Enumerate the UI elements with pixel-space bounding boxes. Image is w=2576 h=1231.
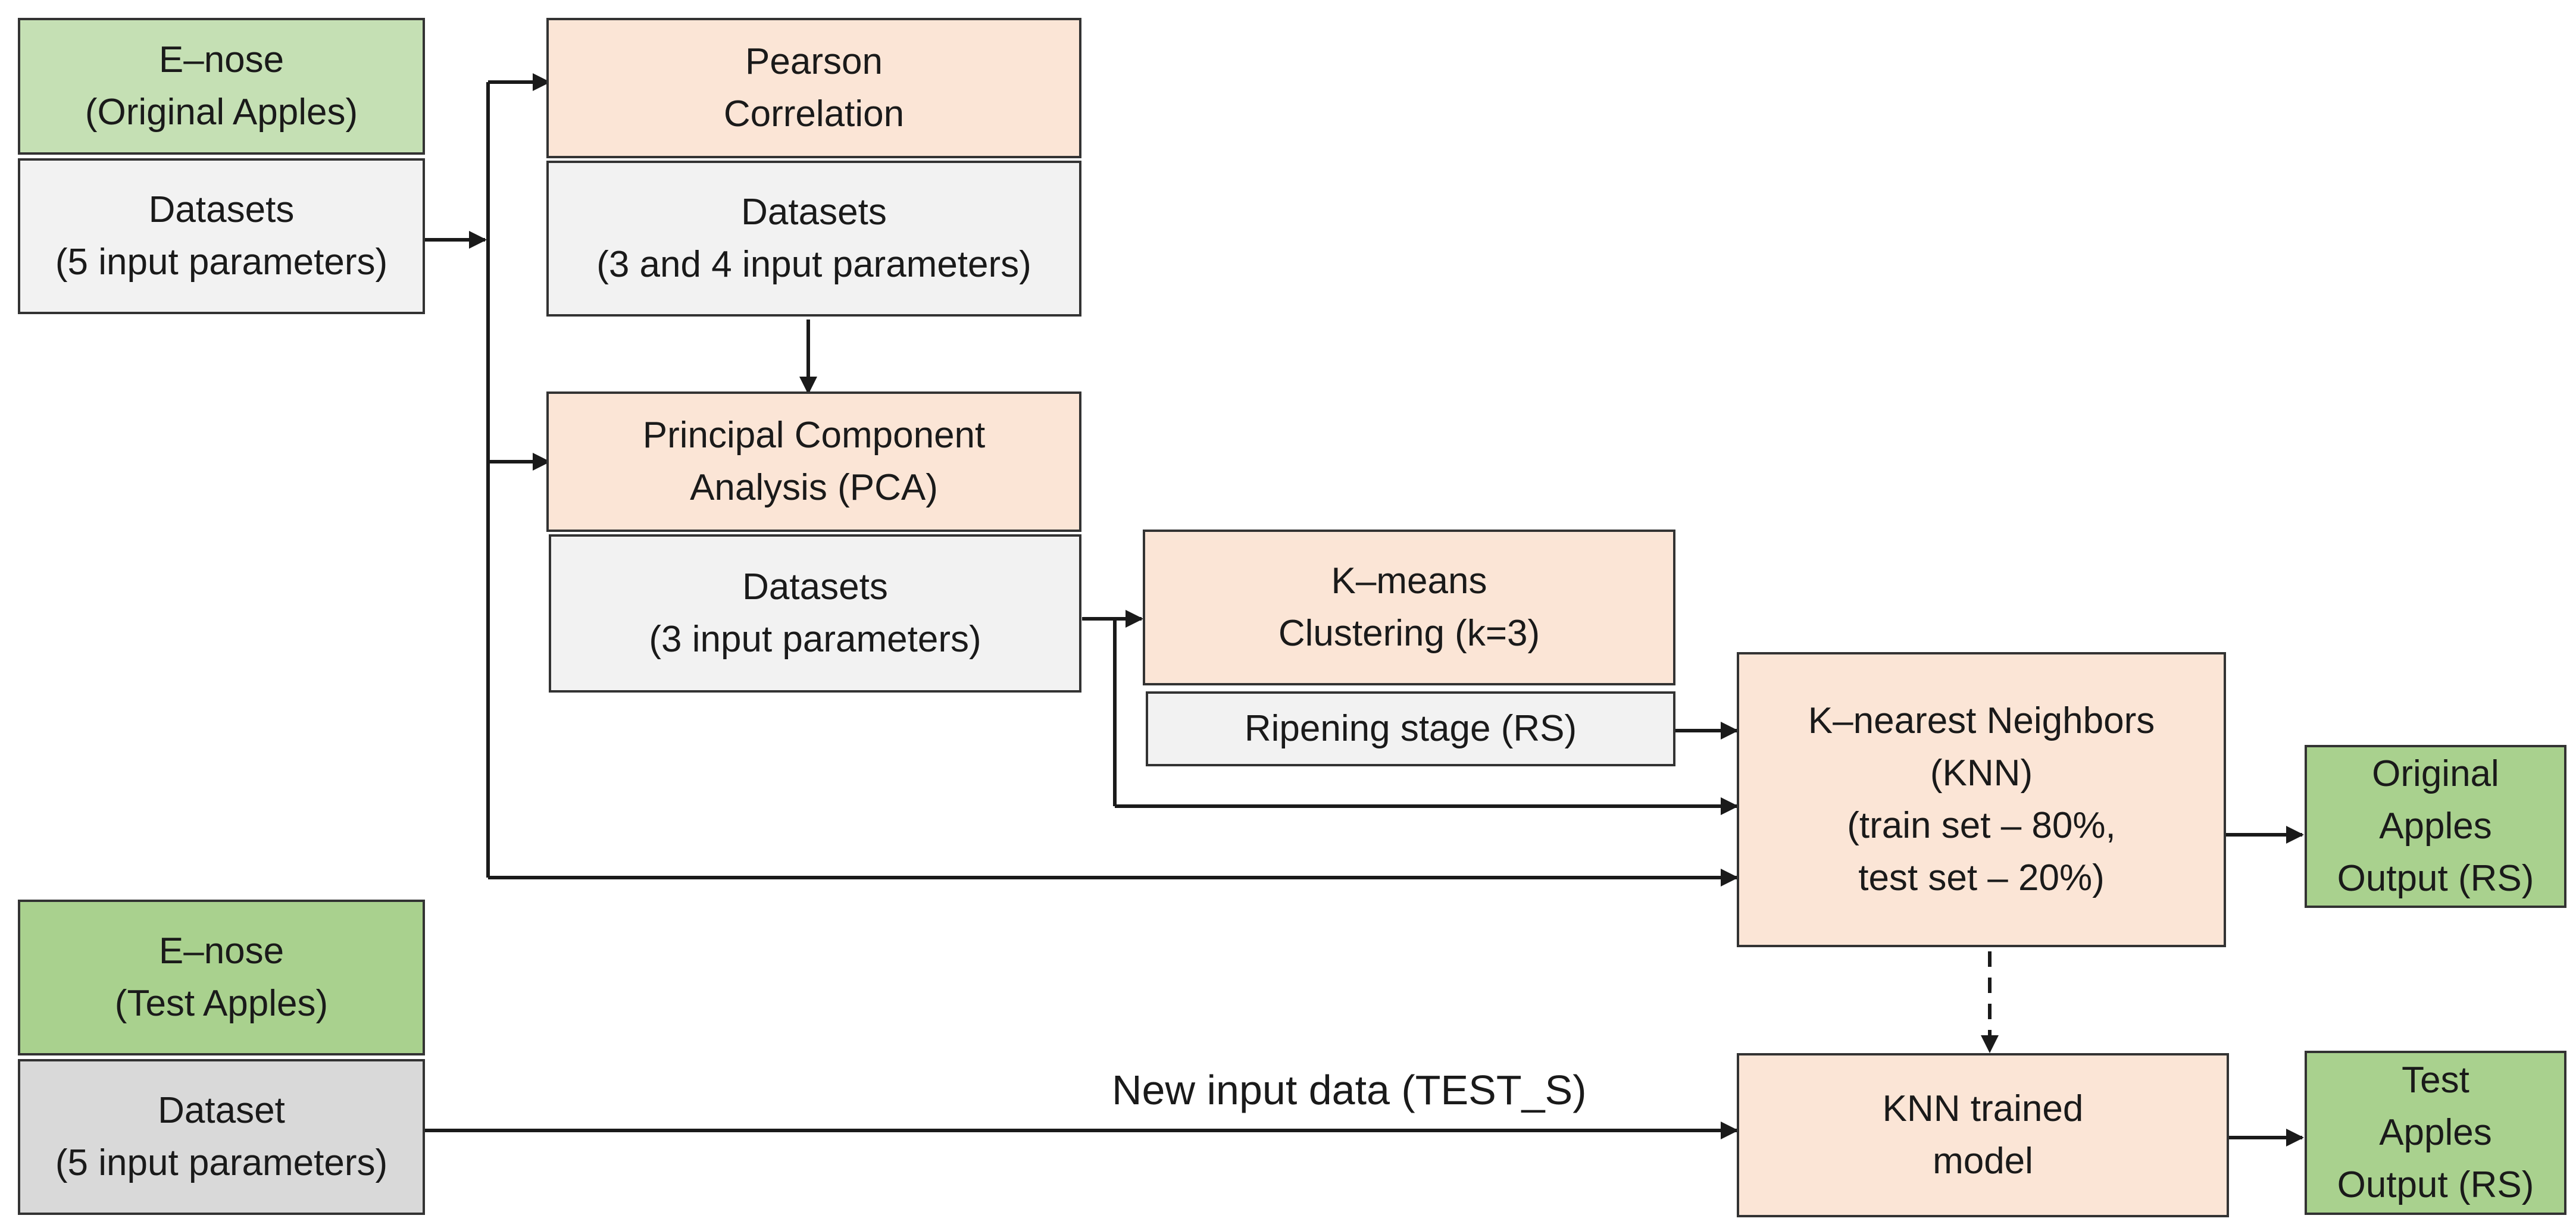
node-knn: K–nearest Neighbors (KNN) (train set – 8… (1737, 652, 2226, 947)
node-knn-trained: KNN trained model (1737, 1053, 2229, 1217)
node-ripening-stage: Ripening stage (RS) (1146, 691, 1675, 766)
node-enose-original: E–nose (Original Apples) (18, 18, 425, 155)
node-datasets-3-4: Datasets (3 and 4 input parameters) (546, 161, 1081, 317)
node-enose-test: E–nose (Test Apples) (18, 900, 425, 1055)
edge-label-new-input: New input data (TEST_S) (1112, 1067, 1587, 1113)
node-kmeans: K–means Clustering (k=3) (1143, 530, 1675, 685)
node-original-output: Original Apples Output (RS) (2305, 745, 2566, 908)
node-pearson: Pearson Correlation (546, 18, 1081, 158)
node-datasets-3: Datasets (3 input parameters) (549, 534, 1081, 693)
node-dataset-test: Dataset (5 input parameters) (18, 1059, 425, 1215)
node-pca: Principal Component Analysis (PCA) (546, 391, 1081, 532)
node-datasets-5: Datasets (5 input parameters) (18, 158, 425, 314)
node-test-output: Test Apples Output (RS) (2305, 1051, 2566, 1215)
